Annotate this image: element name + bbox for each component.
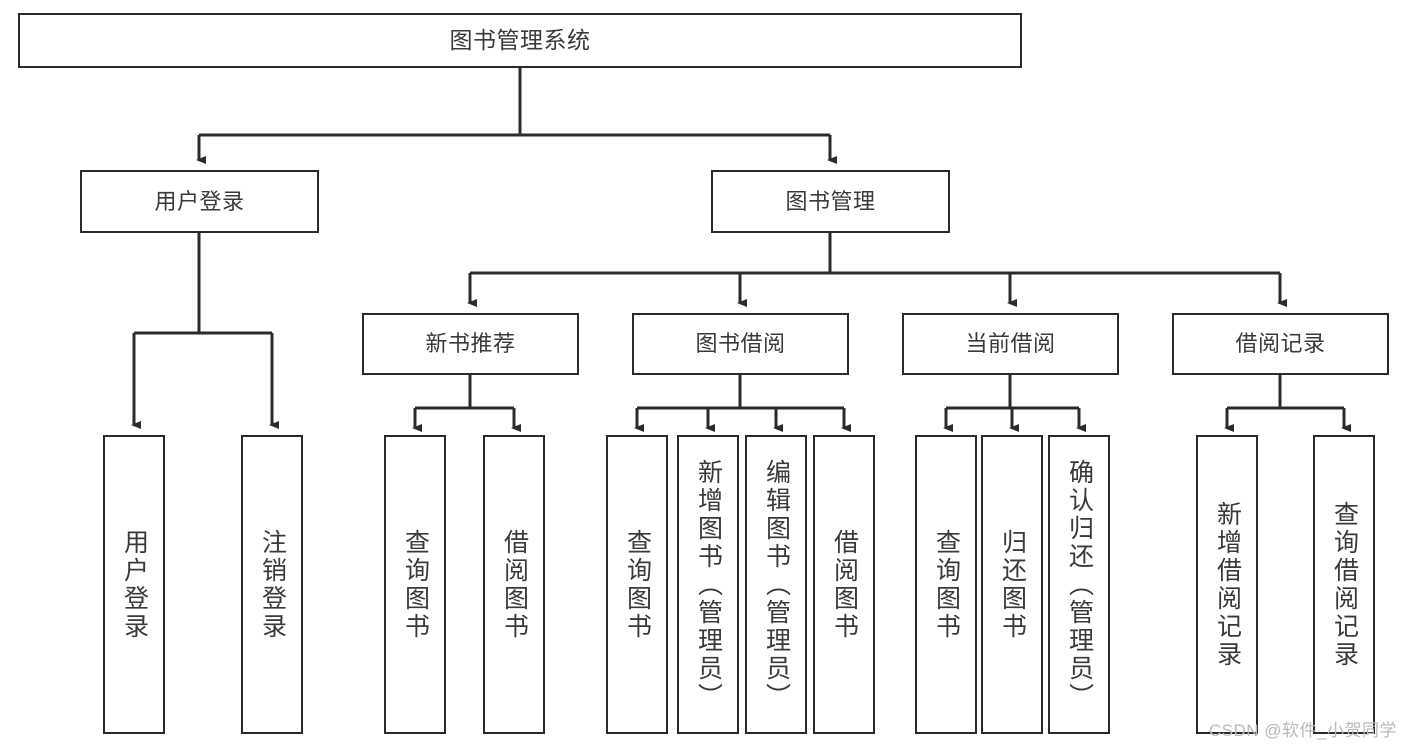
leaf-borrow-borrow-book[interactable]: 借阅图书 xyxy=(813,435,875,734)
node-label: 查询图书 xyxy=(932,528,961,641)
leaf-newbook-borrow-book[interactable]: 借阅图书 xyxy=(483,435,545,734)
leaf-borrow-edit-book-admin[interactable]: 编辑图书（管理员） xyxy=(745,435,807,734)
node-label: 用户登录 xyxy=(154,188,245,214)
node-label: 借阅图书 xyxy=(830,528,859,641)
node-label: 图书管理系统 xyxy=(449,27,591,54)
node-label: 注销登录 xyxy=(258,528,287,641)
node-borrow-record[interactable]: 借阅记录 xyxy=(1172,313,1389,375)
node-user-login[interactable]: 用户登录 xyxy=(80,170,319,233)
node-label: 当前借阅 xyxy=(965,331,1056,357)
leaf-newbook-query-book[interactable]: 查询图书 xyxy=(384,435,446,734)
leaf-current-confirm-return-admin[interactable]: 确认归还（管理员） xyxy=(1048,435,1110,734)
leaf-borrow-add-book-admin[interactable]: 新增图书（管理员） xyxy=(677,435,739,734)
node-book-management[interactable]: 图书管理 xyxy=(711,170,950,233)
node-label: 用户登录 xyxy=(120,528,149,641)
node-current-borrow[interactable]: 当前借阅 xyxy=(902,313,1119,375)
leaf-logout-login[interactable]: 注销登录 xyxy=(241,435,303,734)
node-root-system[interactable]: 图书管理系统 xyxy=(18,13,1022,68)
node-label: 归还图书 xyxy=(998,528,1027,641)
leaf-user-login[interactable]: 用户登录 xyxy=(103,435,165,734)
node-label: 借阅记录 xyxy=(1235,331,1326,357)
node-label: 编辑图书（管理员） xyxy=(762,458,791,711)
node-label: 查询图书 xyxy=(401,528,430,641)
node-book-borrow[interactable]: 图书借阅 xyxy=(632,313,849,375)
node-new-book-recommend[interactable]: 新书推荐 xyxy=(362,313,579,375)
leaf-current-return-book[interactable]: 归还图书 xyxy=(981,435,1043,734)
node-label: 确认归还（管理员） xyxy=(1065,458,1094,711)
node-label: 图书借阅 xyxy=(695,331,786,357)
node-label: 查询借阅记录 xyxy=(1330,500,1359,669)
node-label: 新书推荐 xyxy=(425,331,516,357)
leaf-record-add-borrow-record[interactable]: 新增借阅记录 xyxy=(1196,435,1258,734)
node-label: 借阅图书 xyxy=(500,528,529,641)
leaf-borrow-query-book[interactable]: 查询图书 xyxy=(606,435,668,734)
leaf-record-query-borrow-record[interactable]: 查询借阅记录 xyxy=(1313,435,1375,734)
node-label: 图书管理 xyxy=(785,188,876,214)
node-label: 新增图书（管理员） xyxy=(694,458,723,711)
node-label: 查询图书 xyxy=(623,528,652,641)
node-label: 新增借阅记录 xyxy=(1213,500,1242,669)
leaf-current-query-book[interactable]: 查询图书 xyxy=(915,435,977,734)
